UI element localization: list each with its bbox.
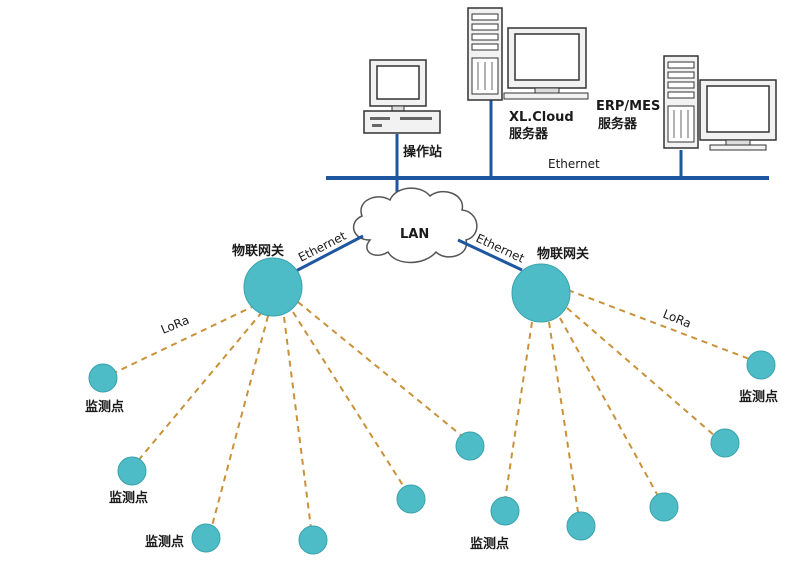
lan-label: LAN — [400, 227, 429, 242]
xlcloud-label-line1: XL.Cloud — [509, 110, 574, 125]
monitor-point-node — [117, 456, 147, 486]
xlcloud-server-icon — [467, 7, 589, 101]
monitor-point-node — [455, 431, 485, 461]
right-ethernet-link — [457, 238, 523, 272]
right-lora-links — [504, 289, 753, 513]
monitor-point-node — [396, 484, 426, 514]
left-gateway-node — [243, 257, 303, 317]
right-gateway-node — [511, 263, 571, 323]
right-gateway-label: 物联网关 — [537, 246, 589, 262]
erp-label-line2: 服务器 — [598, 116, 638, 132]
monitor-point-node — [490, 496, 520, 526]
monitor-point-node — [746, 350, 776, 380]
monitor-point-label: 监测点 — [85, 399, 124, 415]
monitor-point-label: 监测点 — [145, 534, 184, 550]
monitor-point-node — [191, 523, 221, 553]
monitor-point-label: 监测点 — [470, 536, 509, 552]
lan-cloud-icon — [352, 187, 478, 264]
left-gateway-label: 物联网关 — [232, 243, 284, 259]
monitor-point-node — [566, 511, 596, 541]
monitor-point-node — [298, 525, 328, 555]
workstation-label: 操作站 — [403, 144, 442, 160]
monitor-point-label: 监测点 — [739, 389, 778, 405]
xlcloud-label-line2: 服务器 — [509, 126, 549, 142]
monitor-point-node — [88, 363, 118, 393]
erp-label-line1: ERP/MES — [596, 99, 660, 114]
monitor-point-node — [710, 428, 740, 458]
left-lora-links — [115, 301, 463, 529]
monitor-point-node — [649, 492, 679, 522]
erp-server-icon — [663, 55, 777, 151]
left-ethernet-link — [293, 234, 364, 274]
monitor-point-label: 监测点 — [109, 490, 148, 506]
workstation-icon — [363, 59, 441, 134]
ethernet-bus-label: Ethernet — [548, 157, 600, 171]
left-lora-label: LoRa — [159, 313, 191, 337]
